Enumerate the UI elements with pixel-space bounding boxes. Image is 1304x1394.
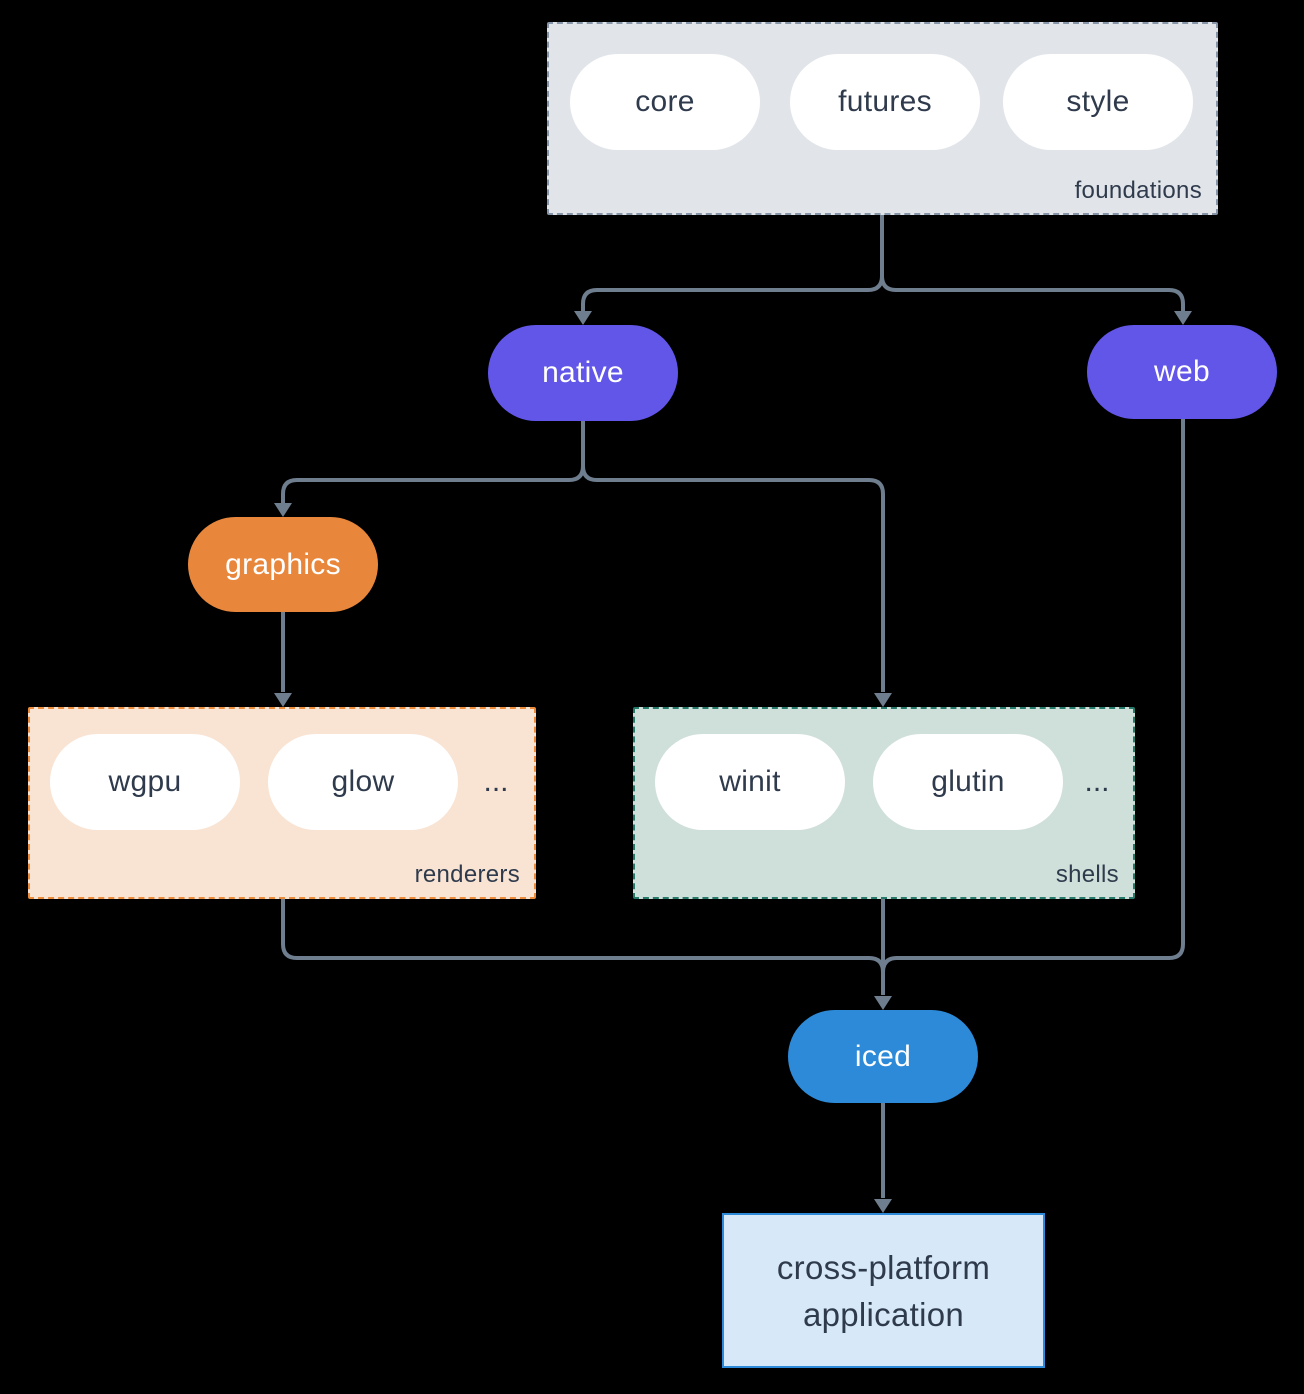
arrowhead-graphics	[274, 503, 292, 517]
arrowhead-application	[874, 1199, 892, 1213]
wgpu-pill: wgpu	[50, 734, 240, 830]
application-label-line2: application	[802, 1295, 965, 1333]
winit-pill: winit	[655, 734, 845, 830]
arrowhead-native	[574, 311, 592, 325]
renderers-ellipsis: ...	[483, 765, 509, 798]
style-pill: style	[1003, 54, 1193, 150]
edge-foundations-native	[581, 215, 884, 311]
edge-foundations-web	[880, 215, 1185, 311]
glutin-pill: glutin	[873, 734, 1063, 830]
shells-group-label: shells	[1055, 861, 1119, 888]
cross-platform-application-node: cross-platform application	[722, 1213, 1045, 1368]
foundations-group-box: core futures style foundations	[547, 22, 1218, 215]
renderers-group-box: wgpu glow ... renderers	[28, 707, 536, 899]
foundations-group-label: foundations	[1074, 177, 1202, 204]
arrowhead-renderers	[274, 693, 292, 707]
arrowhead-iced	[874, 996, 892, 1010]
native-node: native	[488, 325, 678, 421]
edge-web-iced	[881, 419, 1185, 995]
iced-node: iced	[788, 1010, 978, 1103]
graphics-node: graphics	[188, 517, 378, 612]
renderers-group-label: renderers	[414, 861, 520, 888]
futures-pill: futures	[790, 54, 980, 150]
edge-renderers-iced	[281, 899, 885, 995]
core-pill: core	[570, 54, 760, 150]
shells-group-box: winit glutin ... shells	[633, 707, 1135, 899]
web-node: web	[1087, 325, 1277, 419]
arrowhead-web	[1174, 311, 1192, 325]
arrowhead-shells	[874, 693, 892, 707]
application-label-line1: cross-platform	[776, 1248, 991, 1286]
glow-pill: glow	[268, 734, 458, 830]
edge-native-shells	[581, 421, 885, 692]
shells-ellipsis: ...	[1084, 765, 1110, 798]
edge-native-graphics	[281, 421, 585, 503]
